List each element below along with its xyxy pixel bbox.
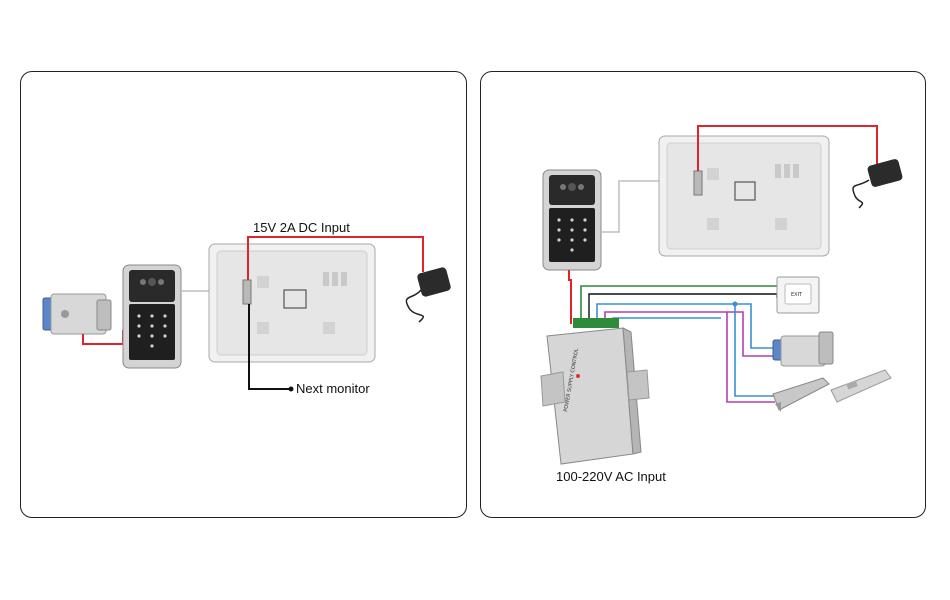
left-diagram-panel: 15V 2A DC Input Next monitor (20, 71, 467, 518)
right-wiring-diagram: EXIT POWER SUPPLY CONTROL 100-22 (540, 125, 903, 484)
electric-lock-icon (772, 331, 834, 367)
right-diagram-panel: EXIT POWER SUPPLY CONTROL 100-22 (480, 71, 926, 518)
camera-psu-wire (568, 270, 572, 324)
dc-input-label: 15V 2A DC Input (253, 220, 350, 235)
door-camera-icon (122, 264, 182, 369)
left-wiring-diagram: 15V 2A DC Input Next monitor (42, 220, 451, 396)
magnetic-lock-icon (772, 377, 830, 412)
electric-bolt-icon (830, 369, 892, 403)
electric-lock-icon (42, 293, 112, 335)
next-monitor-label: Next monitor (296, 381, 370, 396)
monitor-back-icon (208, 243, 376, 363)
monitor-back-icon (658, 135, 830, 257)
exit-button-text: EXIT (791, 292, 803, 298)
lock-wire-blue (596, 303, 775, 349)
maglock-wire-blue (734, 304, 775, 397)
lock-wire-purple (604, 311, 775, 357)
door-camera-icon (542, 169, 602, 271)
dc-input-wire (697, 125, 878, 171)
next-monitor-wire (248, 304, 291, 390)
next-monitor-dot (288, 386, 294, 392)
ac-input-label: 100-220V AC Input (556, 469, 666, 484)
power-adapter-icon (852, 159, 903, 209)
maglock-wire-purple (726, 312, 775, 403)
dc-input-wire (247, 236, 424, 280)
power-supply-control-icon: POWER SUPPLY CONTROL (540, 318, 650, 465)
aux-wire (612, 317, 721, 324)
power-adapter-icon (405, 267, 451, 323)
exit-button-icon: EXIT (776, 276, 820, 314)
